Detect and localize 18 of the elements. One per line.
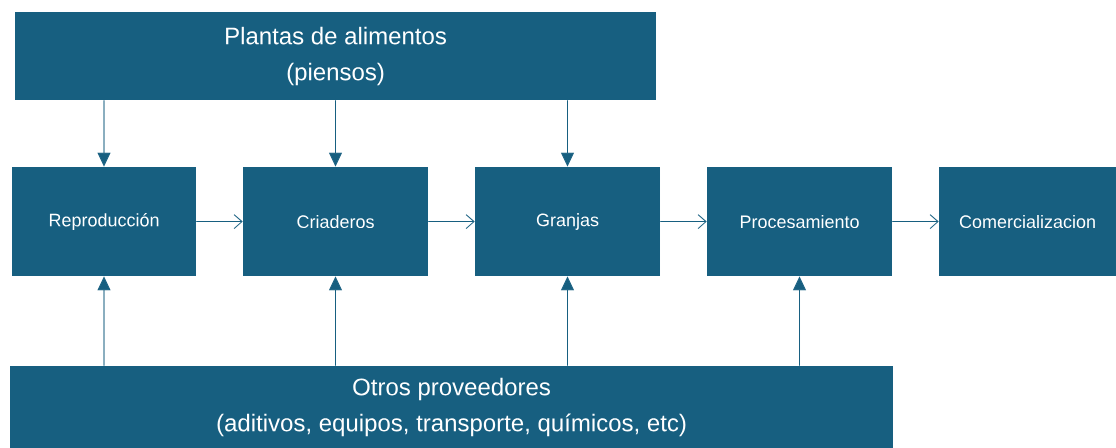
arrow bbox=[659, 214, 707, 229]
process-box: Procesamiento bbox=[707, 167, 892, 276]
arrow bbox=[793, 276, 806, 367]
arrow bbox=[329, 276, 342, 367]
arrow bbox=[427, 214, 475, 229]
process-box: Reproducción bbox=[12, 167, 196, 276]
process-box: Comercializacion bbox=[939, 167, 1116, 276]
arrow bbox=[891, 214, 939, 229]
arrow bbox=[195, 214, 243, 229]
arrow bbox=[97, 99, 111, 167]
process-box: Granjas bbox=[475, 167, 660, 276]
arrow bbox=[329, 99, 342, 167]
arrow bbox=[561, 99, 574, 167]
arrow bbox=[97, 276, 111, 367]
supplier-box: Otros proveedores (aditivos, equipos, transporte, químicos, etc) bbox=[10, 366, 893, 448]
process-box: Criaderos bbox=[243, 167, 428, 276]
arrow bbox=[561, 276, 574, 367]
supplier-box: Plantas de alimentos (piensos) bbox=[15, 12, 656, 100]
